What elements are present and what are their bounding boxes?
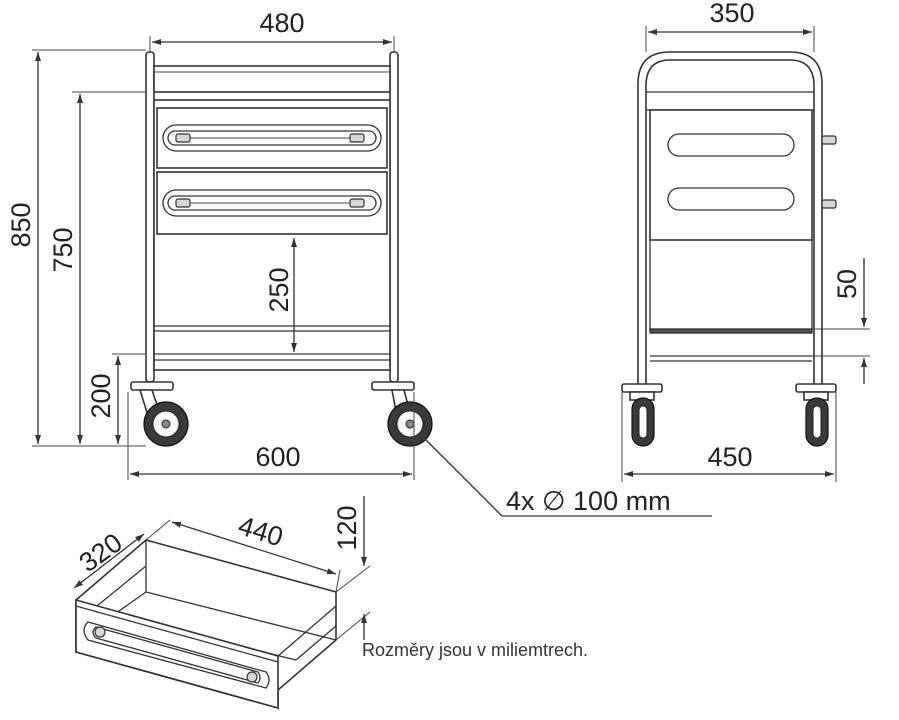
dim-side-width-bottom: 450: [707, 442, 752, 472]
dim-front-height-body: 750: [48, 227, 78, 272]
side-right-castor: [795, 383, 837, 447]
front-left-post: [145, 51, 155, 383]
side-cabinet: [649, 109, 813, 241]
units-note: Rozměry jsou v miliemtrech.: [362, 640, 588, 660]
dim-drawer-width: 440: [235, 510, 287, 552]
wheel-spec-label: 4x ∅ 100 mm: [506, 486, 671, 516]
front-top-panel: [153, 65, 391, 93]
dim-drawer-height: 120: [332, 505, 362, 550]
dim-front-width-top: 480: [259, 8, 304, 38]
dim-front-width-bottom: 600: [255, 442, 300, 472]
drawer-isometric: 320 440 120: [73, 496, 371, 710]
drawer-front-panel: [75, 598, 279, 710]
front-left-castor: [130, 381, 189, 447]
dim-front-gap-lower: 250: [264, 267, 294, 312]
side-left-castor: [621, 383, 663, 447]
dim-front-height-total: 850: [6, 202, 36, 247]
front-view: 480 850 750 250 200 600 4x ∅ 100 mm: [6, 8, 712, 517]
dim-front-base-height: 200: [86, 373, 116, 418]
dim-side-shelf-height: 50: [832, 269, 862, 299]
front-right-post: [389, 51, 399, 383]
dim-side-width-top: 350: [709, 0, 754, 28]
front-right-castor: [371, 381, 433, 447]
side-view: 350 50 450: [621, 0, 870, 482]
